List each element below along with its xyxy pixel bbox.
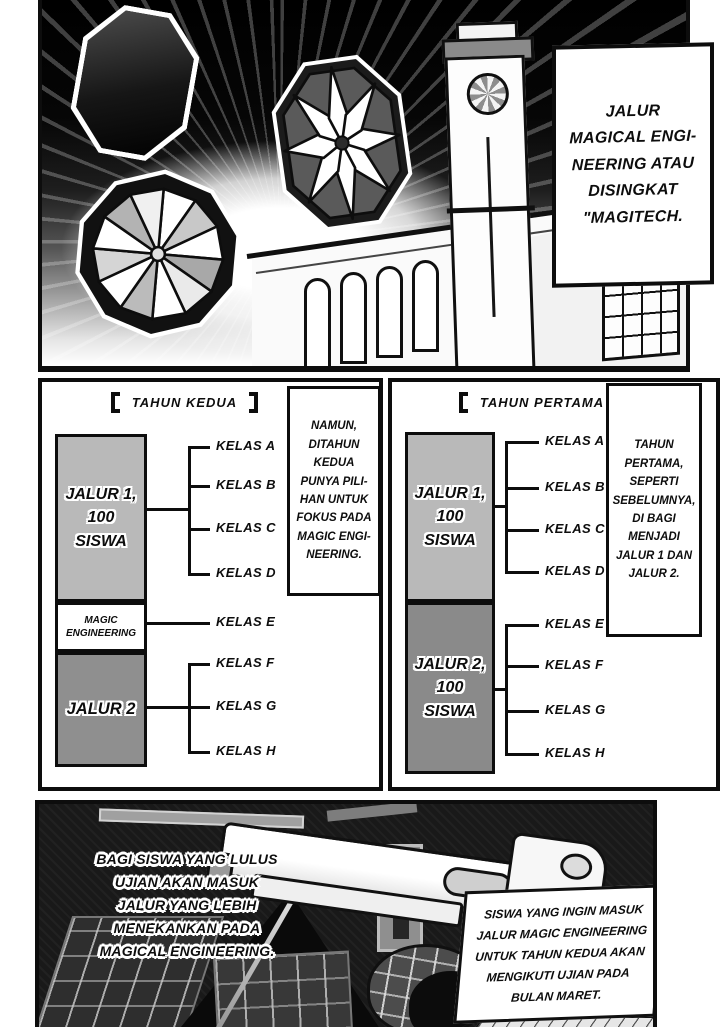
connector-line (188, 446, 191, 576)
connector-line (505, 441, 508, 573)
arched-window (412, 260, 439, 352)
connector-line (505, 753, 539, 756)
class-label: KELAS G (216, 698, 277, 713)
class-label: KELAS C (216, 520, 276, 535)
connector-line (505, 624, 508, 756)
connector-line (188, 706, 210, 709)
node-magic-engineering: MAGIC ENGINEERING (55, 602, 147, 652)
connector-line (147, 508, 188, 511)
arched-window (340, 272, 367, 364)
connector-line (505, 665, 539, 668)
connector-line (495, 688, 505, 691)
arched-window (304, 278, 331, 366)
connector-line (495, 505, 505, 508)
class-label: KELAS D (216, 565, 276, 580)
diagram-title-second-year: TAHUN KEDUA (42, 392, 327, 413)
node-jalur2: JALUR 2, 100 SISWA (405, 602, 495, 774)
connector-line (147, 706, 188, 709)
diagram-title-label: TAHUN PERTAMA (479, 395, 605, 410)
narration-box-magitech: JALUR MAGICAL ENGI- NEERING ATAU DISINGK… (552, 42, 714, 288)
arched-window (376, 266, 403, 358)
panel-diagram-second-year: TAHUN KEDUA JALUR 1, 100 SISWA MAGIC ENG… (38, 378, 383, 791)
connector-line (505, 624, 539, 627)
note-box-second-year: NAMUN, DITAHUN KEDUA PUNYA PILI- HAN UNT… (287, 386, 381, 596)
class-label: KELAS G (545, 702, 606, 717)
class-label: KELAS B (545, 479, 605, 494)
class-label: KELAS C (545, 521, 605, 536)
bracket-right-icon (249, 392, 259, 413)
diagram-title-label: TAHUN KEDUA (131, 395, 238, 410)
connector-line (188, 446, 210, 449)
connector-line (188, 485, 210, 488)
bracket-left-icon (458, 392, 468, 413)
connector-line (505, 441, 539, 444)
class-label: KELAS H (216, 743, 276, 758)
class-label: KELAS D (545, 563, 605, 578)
connector-line (505, 571, 539, 574)
magic-gem-star-octagon (271, 54, 413, 232)
magic-gem-fan-decagon (75, 169, 241, 339)
note-box-first-year: TAHUN PERTAMA, SEPERTI SEBELUMNYA, DI BA… (606, 383, 702, 637)
narration-caption-exam: BAGI SISWA YANG LULUS UJIAN AKAN MASUK J… (96, 851, 278, 960)
connector-line (505, 529, 539, 532)
node-jalur1: JALUR 1, 100 SISWA (405, 432, 495, 602)
rosette-window-icon (466, 72, 510, 116)
panel-diagram-first-year: TAHUN PERTAMA JALUR 1, 100 SISWA JALUR 2… (388, 378, 720, 791)
class-label: KELAS E (216, 614, 276, 629)
connector-line (188, 528, 210, 531)
bracket-left-icon (110, 392, 120, 413)
node-jalur2: JALUR 2 (55, 652, 147, 767)
gun-body-ring (558, 851, 594, 882)
laptop-screen-caption: SISWA YANG INGIN MASUK JALUR MAGIC ENGIN… (453, 884, 653, 1024)
tower-groove (486, 136, 496, 317)
class-label: KELAS A (216, 438, 276, 453)
node-jalur1: JALUR 1, 100 SISWA (55, 434, 147, 602)
clock-tower (444, 54, 536, 366)
connector-line (505, 710, 539, 713)
class-label: KELAS F (216, 655, 275, 670)
class-label: KELAS H (545, 745, 605, 760)
connector-line (188, 573, 210, 576)
connector-line (505, 487, 539, 490)
connector-line (188, 751, 210, 754)
class-label: KELAS F (545, 657, 604, 672)
class-label: KELAS E (545, 616, 605, 631)
connector-line (147, 622, 210, 625)
connector-line (188, 663, 210, 666)
class-label: KELAS A (545, 433, 605, 448)
panel-workbench-scene: SISWA YANG INGIN MASUK JALUR MAGIC ENGIN… (35, 800, 657, 1027)
class-label: KELAS B (216, 477, 276, 492)
